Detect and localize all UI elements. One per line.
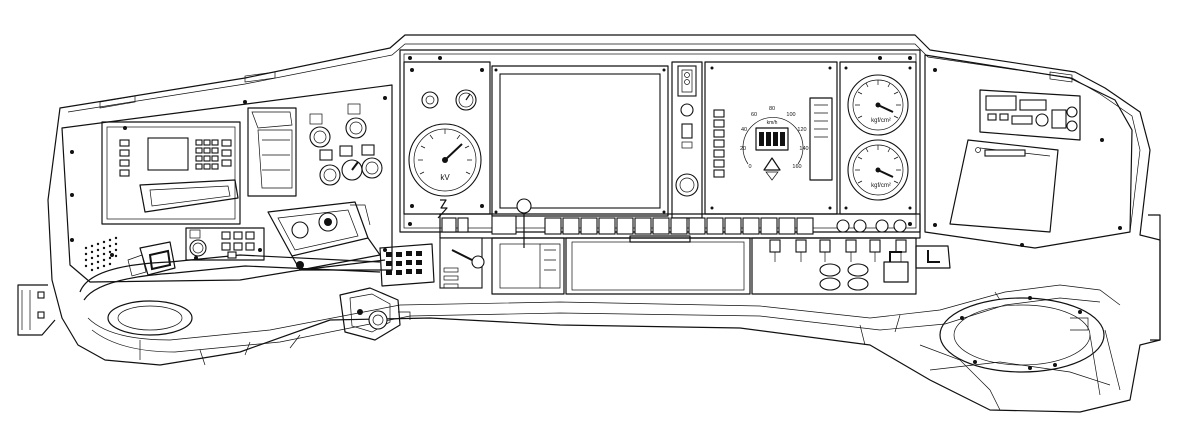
radio-control-unit[interactable] (979, 89, 1081, 141)
left-button-group (309, 103, 383, 186)
document-holder (949, 139, 1059, 233)
desk-body (17, 34, 1161, 413)
voltmeter-gauge: kV (408, 123, 482, 197)
emergency-switch-box[interactable] (915, 245, 951, 269)
small-gauge (455, 89, 477, 111)
push-button[interactable] (309, 126, 331, 148)
signal-indicator-column (671, 61, 703, 219)
printer-unit (247, 107, 297, 197)
speed-tick-60: 60 (751, 112, 757, 118)
indicator-lamp (421, 91, 439, 109)
left-control-panel (61, 71, 435, 341)
speed-tick-100: 100 (786, 112, 795, 118)
traction-controller-lever[interactable] (491, 198, 565, 295)
speedometer-panel: 0 20 40 60 80 100 120 140 160 km/h (704, 61, 838, 215)
right-control-panel (924, 54, 1133, 249)
direction-arrow-icon (763, 157, 781, 171)
speed-tick-140: 140 (799, 146, 808, 152)
voltmeter-unit-label: kV (440, 173, 450, 182)
speed-tick-80: 80 (769, 106, 775, 112)
speed-tick-20: 20 (740, 146, 746, 152)
vigilance-button[interactable] (675, 173, 699, 197)
pressure-gauges-panel: kgf/cm² kgf/cm² (839, 61, 917, 215)
speedometer-unit-label: km/h (767, 120, 778, 126)
push-button[interactable] (319, 164, 341, 186)
main-display-screen (491, 65, 669, 217)
push-button[interactable] (345, 117, 367, 139)
speed-tick-160: 160 (792, 164, 801, 170)
brake-pressure-gauge-upper: kgf/cm² (847, 74, 909, 136)
numeric-keypad[interactable] (379, 243, 435, 287)
push-button[interactable] (361, 157, 383, 179)
brake-pressure-gauge-lower: kgf/cm² (847, 139, 909, 201)
speaker-grille (84, 236, 118, 272)
high-voltage-warning-icon (437, 199, 448, 219)
fold-out-tray[interactable] (267, 201, 386, 271)
center-instrument-panel: kV (399, 49, 921, 233)
lower-center-strip (439, 198, 951, 295)
upper-gauge-unit-label: kgf/cm² (871, 118, 891, 124)
radio-handset[interactable] (127, 241, 176, 277)
speed-tick-120: 120 (797, 127, 806, 133)
key-switch-panel[interactable] (185, 227, 265, 261)
lower-gauge-unit-label: kgf/cm² (871, 183, 891, 189)
train-control-display-unit[interactable] (101, 121, 241, 225)
brake-controller[interactable] (339, 287, 411, 341)
auxiliary-lever-group[interactable] (439, 237, 485, 289)
speed-tick-40: 40 (741, 127, 747, 133)
speed-tick-0: 0 (748, 164, 751, 170)
toggle-switch-block[interactable] (751, 237, 917, 295)
